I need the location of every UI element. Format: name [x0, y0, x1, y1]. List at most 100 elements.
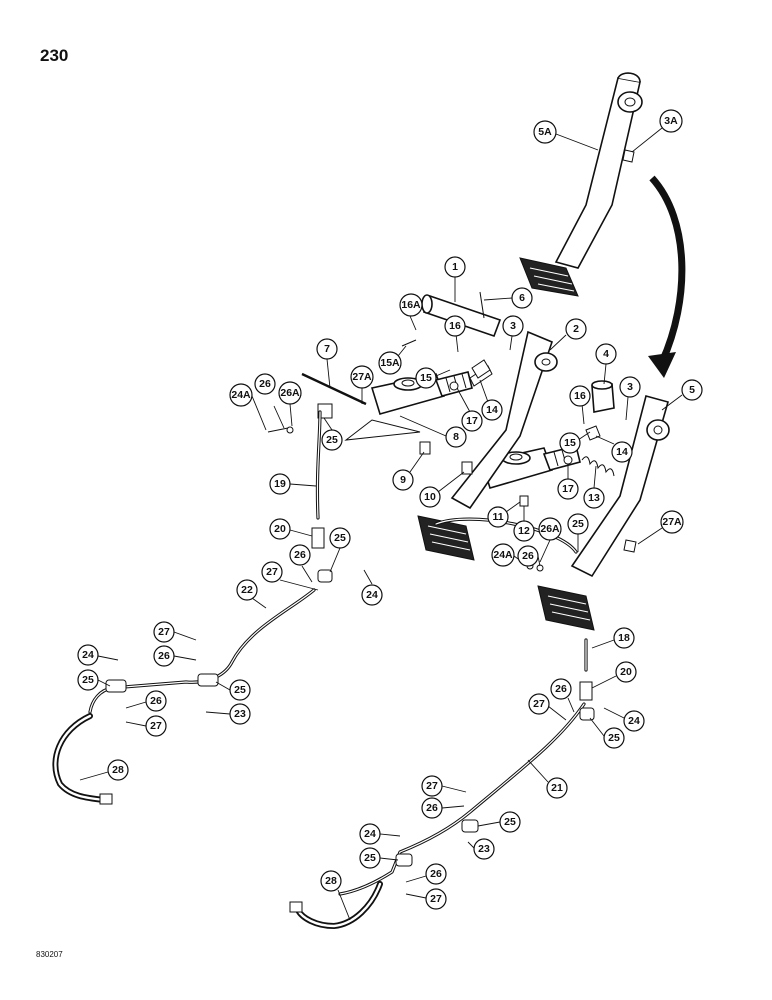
bushing-4 [591, 380, 615, 413]
callout-label: 3A [664, 115, 678, 127]
callout-label: 24 [366, 589, 378, 601]
callout-19: 19 [269, 473, 317, 495]
callout-label: 14 [486, 404, 498, 416]
brake-line-right [289, 517, 595, 930]
callout-10: 10 [419, 471, 465, 508]
callout-label: 24 [628, 715, 640, 727]
callout-label: 27 [430, 893, 442, 905]
callout-4: 4 [595, 343, 617, 385]
callout-label: 27 [533, 698, 545, 710]
callout-label: 4 [603, 348, 609, 360]
callout-label: 26 [426, 802, 438, 814]
callout-label: 11 [492, 511, 503, 523]
callout-14-left: 14 [479, 379, 503, 421]
callout-25-c: 25 [567, 513, 589, 552]
callout-16-right: 16 [569, 385, 591, 425]
callout-label: 12 [518, 525, 530, 537]
callout-28-left: 28 [79, 759, 129, 781]
callout-27-a: 27 [261, 561, 319, 591]
callout-label: 5A [538, 126, 552, 138]
callout-label: 14 [616, 446, 628, 458]
callout-label: 3 [627, 381, 633, 393]
callout-label: 16 [449, 320, 461, 332]
pedal-2 [417, 330, 558, 561]
callout-27-b: 27 [153, 621, 197, 643]
callout-5: 5 [661, 379, 703, 411]
callout-23-right: 23 [467, 838, 495, 860]
callout-27a-left: 27A [350, 365, 374, 404]
pivot-shaft [421, 291, 502, 338]
callout-27-c: 27 [125, 715, 167, 737]
callout-25-d: 25 [77, 669, 111, 691]
callout-28-right: 28 [320, 870, 351, 921]
page-number: 230 [40, 46, 69, 65]
callout-label: 9 [400, 474, 406, 486]
pedal-5a [519, 72, 643, 297]
callout-5a: 5A [533, 120, 599, 151]
callout-9: 9 [392, 451, 425, 491]
callout-27-e: 27 [421, 775, 467, 797]
callout-label: 7 [324, 343, 330, 355]
callout-24-top: 24 [361, 569, 383, 606]
callout-label: 26A [280, 387, 300, 399]
callout-12: 12 [513, 506, 535, 542]
callout-3-upper: 3 [502, 315, 524, 351]
callout-label: 25 [334, 532, 346, 544]
callout-label: 27 [150, 720, 162, 732]
callout-25-a: 25 [321, 417, 343, 451]
callout-label: 26 [294, 549, 306, 561]
callout-label: 26 [430, 868, 442, 880]
callout-label: 26 [158, 650, 170, 662]
callout-label: 18 [618, 632, 630, 644]
callout-24a-right: 24A [491, 543, 529, 567]
callout-20-left: 20 [269, 518, 313, 540]
callout-26-f: 26 [550, 678, 575, 713]
callout-label: 24A [493, 549, 513, 561]
callout-26-d: 26 [153, 645, 197, 667]
callout-label: 26 [555, 683, 567, 695]
callout-1: 1 [444, 256, 466, 302]
callout-13: 13 [583, 465, 605, 509]
callout-label: 27 [426, 780, 438, 792]
callout-14-right: 14 [595, 435, 633, 463]
pedal-5 [537, 395, 670, 631]
callout-26a-right: 26A [538, 517, 562, 563]
callout-27a-right: 27A [637, 510, 684, 545]
callout-label: 27 [266, 566, 278, 578]
callout-16a: 16A [399, 293, 423, 331]
callout-6: 6 [483, 287, 533, 309]
callout-15-right: 15 [559, 431, 591, 454]
callout-20-right: 20 [591, 661, 637, 689]
callout-23-left: 23 [205, 703, 251, 725]
callout-25-e: 25 [215, 679, 251, 701]
callout-label: 2 [573, 323, 579, 335]
callout-label: 27 [158, 626, 170, 638]
callout-24a-left: 24A [229, 383, 267, 431]
callout-25-h: 25 [359, 847, 399, 869]
callout-label: 22 [241, 584, 253, 596]
callout-11: 11 [487, 501, 521, 528]
callout-label: 25 [608, 732, 620, 744]
callout-label: 24A [231, 389, 251, 401]
callout-26-e: 26 [125, 690, 167, 712]
callout-label: 20 [274, 523, 286, 535]
callout-label: 24 [82, 649, 94, 661]
callout-label: 3 [510, 320, 516, 332]
callout-24-bottom: 24 [359, 823, 401, 845]
callout-label: 16 [574, 390, 586, 402]
callout-26-b: 26 [289, 544, 313, 583]
callout-label: 13 [588, 492, 600, 504]
callout-25-b: 25 [329, 527, 351, 573]
callout-label: 15A [380, 357, 400, 369]
callout-26-g: 26 [421, 797, 465, 819]
callout-24-right: 24 [603, 707, 645, 732]
callout-label: 17 [562, 483, 574, 495]
callout-26-a: 26 [254, 373, 285, 429]
callout-label: 15 [420, 372, 432, 384]
callout-label: 20 [620, 666, 632, 678]
callout-label: 15 [564, 437, 576, 449]
callout-24-left: 24 [77, 644, 119, 666]
callout-25-f: 25 [589, 717, 625, 749]
callouts: 1 2 3 3 3A 4 5 5A 6 7 8 9 10 11 12 13 14… [77, 109, 703, 921]
